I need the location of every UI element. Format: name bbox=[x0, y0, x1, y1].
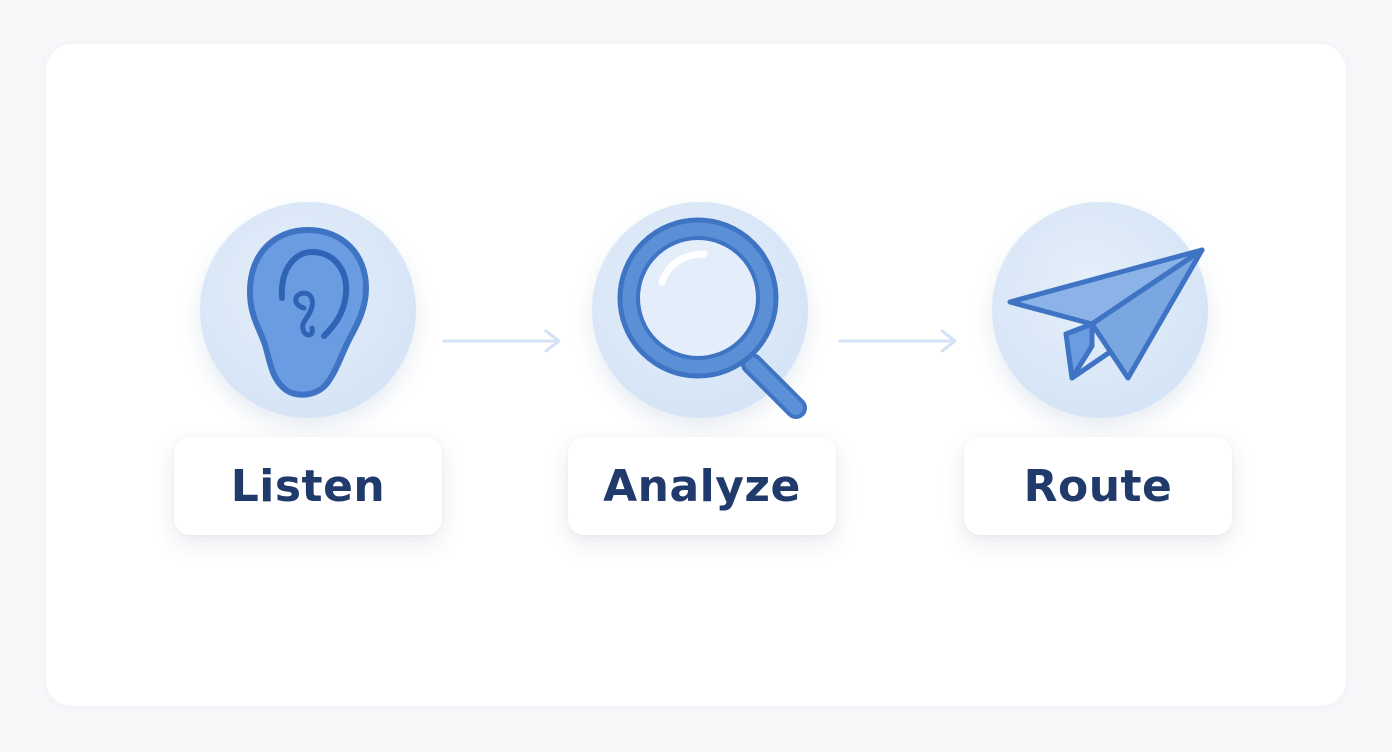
ear-icon bbox=[247, 227, 369, 398]
step-label-analyze: Analyze bbox=[603, 460, 801, 512]
step-label-box: Analyze bbox=[568, 437, 836, 535]
magnifier-circle bbox=[592, 202, 808, 419]
arrow-right-icon bbox=[838, 329, 957, 353]
paper-plane-circle bbox=[992, 202, 1208, 418]
ear-circle bbox=[200, 202, 416, 418]
step-label-box: Route bbox=[964, 437, 1232, 535]
magnifying-glass-icon bbox=[617, 217, 807, 419]
step-label-route: Route bbox=[1023, 460, 1173, 512]
paper-plane-icon bbox=[1007, 247, 1205, 381]
step-label-listen: Listen bbox=[230, 460, 386, 512]
arrow-right-icon bbox=[442, 329, 561, 353]
step-label-box: Listen bbox=[174, 437, 442, 535]
